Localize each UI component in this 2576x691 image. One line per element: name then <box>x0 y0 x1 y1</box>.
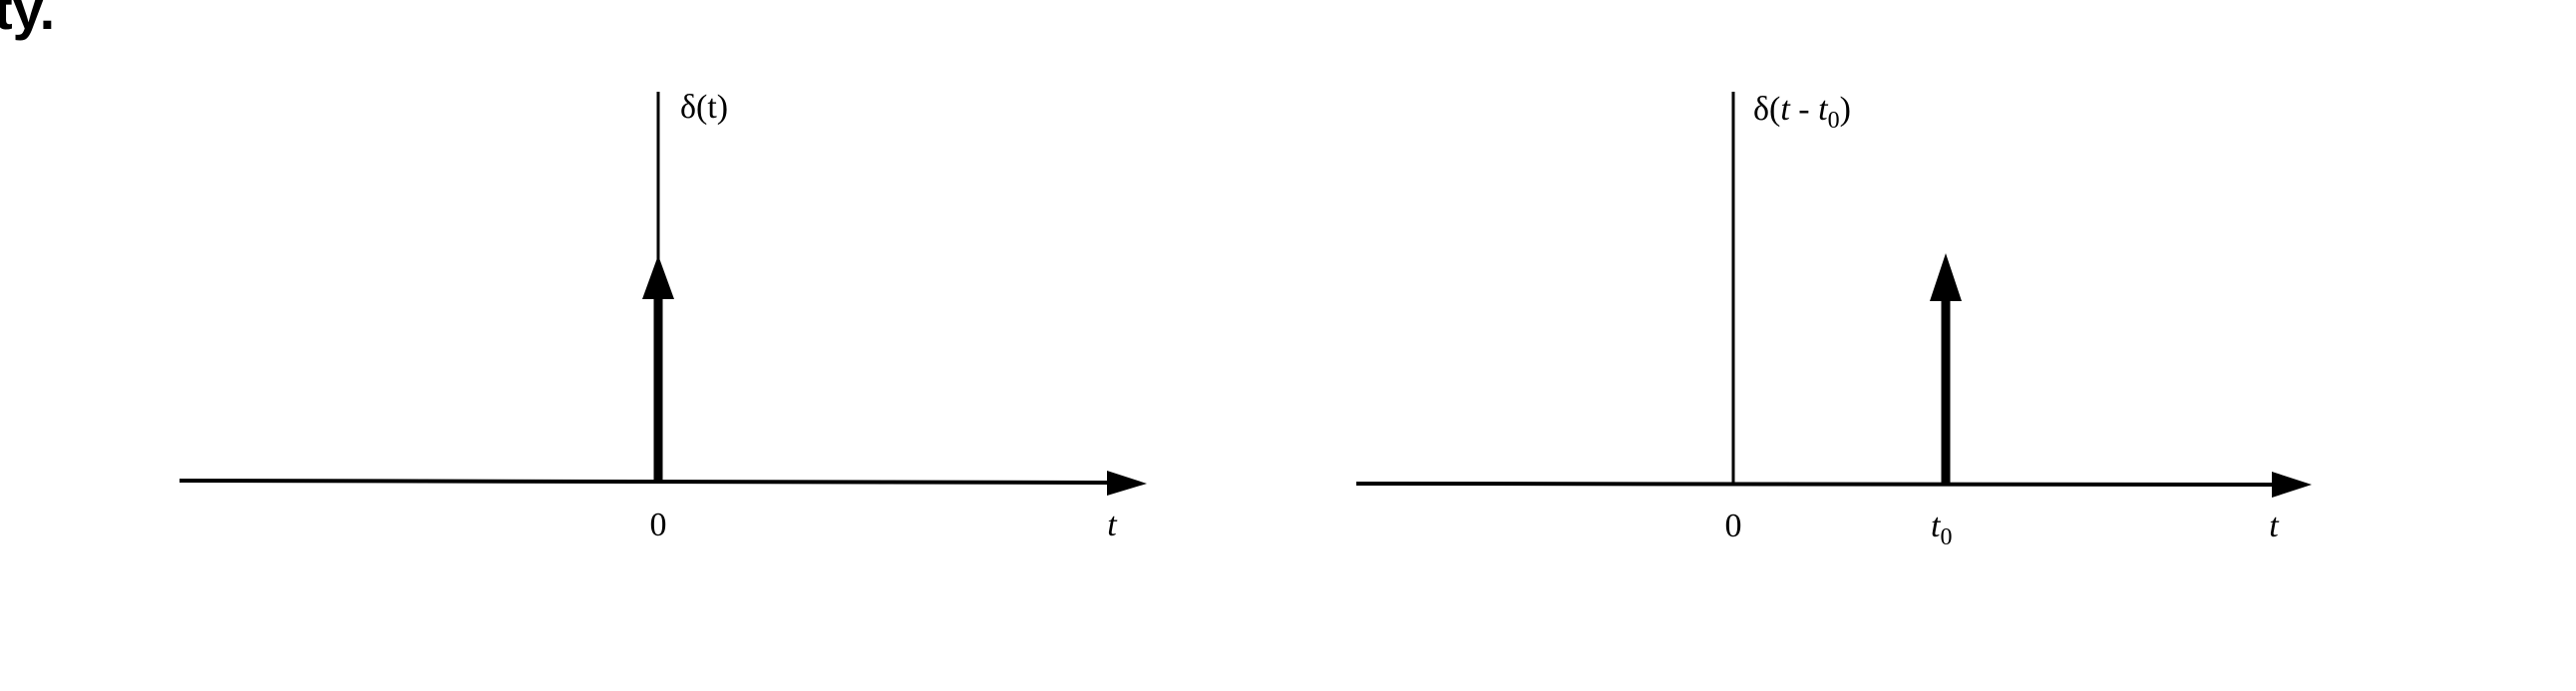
right-impulse-label: δ(t - t0) <box>1753 91 1851 134</box>
left-time-axis <box>179 479 1113 485</box>
right-shift-label: t0 <box>1931 508 1952 550</box>
left-impulse-arrowhead <box>642 255 674 299</box>
right-origin-label: 0 <box>1725 508 1742 544</box>
right-axis-arrowhead <box>2272 472 2312 498</box>
right-time-axis <box>1355 482 2280 487</box>
cropped-heading-text: ty. <box>0 0 56 41</box>
left-impulse-diagram: δ(t) 0 t <box>179 89 1147 543</box>
right-impulse-arrowhead <box>1930 253 1962 301</box>
left-axis-label: t <box>1107 507 1118 543</box>
right-impulse-diagram: δ(t - t0) 0 t0 t <box>1355 91 2312 550</box>
right-axis-label: t <box>2269 508 2280 544</box>
left-origin-label: 0 <box>650 507 667 543</box>
left-axis-arrowhead <box>1107 471 1147 496</box>
left-impulse-label: δ(t) <box>680 89 728 126</box>
